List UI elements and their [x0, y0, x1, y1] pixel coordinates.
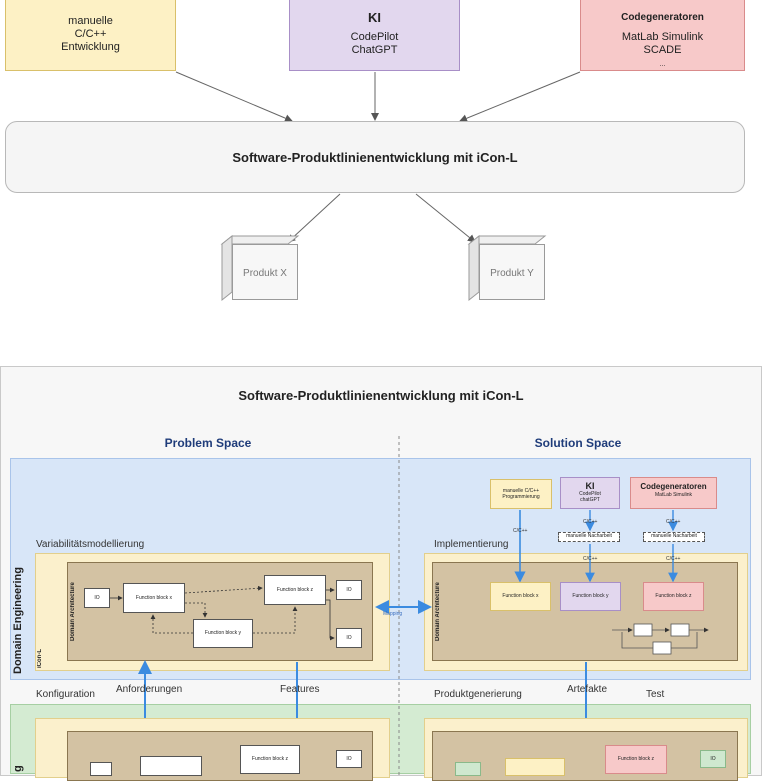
- app-solution-green-block: [455, 762, 481, 776]
- source-manual-box: manuelle C/C++ Entwicklung: [5, 0, 176, 71]
- implementation-label: Implementierung: [434, 539, 509, 550]
- function-block-x: Function block x: [123, 583, 185, 613]
- anforderungen-label: Anforderungen: [116, 684, 183, 695]
- produktgenerierung-label: Produktgenerierung: [434, 689, 522, 700]
- rework-label-2: manuelle Nacharbeit: [643, 532, 705, 542]
- app-io-block-input: [90, 762, 112, 776]
- arrow-center-to-product-x: [287, 193, 341, 243]
- product-x-box: Produkt X: [232, 244, 298, 300]
- artefakte-label: Artefakte: [567, 684, 608, 695]
- impl-source-ki: KI CodePilot chatGPT: [560, 477, 620, 509]
- source-codegen-title: Codegeneratoren: [621, 12, 704, 23]
- source-codegen-line-2: SCADE: [643, 44, 682, 56]
- rework-label-1: manuelle Nacharbeit: [558, 532, 620, 542]
- source-ki-line-2: ChatGPT: [351, 44, 398, 56]
- mapping-label: Mapping: [383, 611, 403, 617]
- impl-source-manual-line-2: Programmierung: [502, 494, 540, 500]
- arrow-codegen-to-center: [459, 71, 581, 123]
- domain-architecture-solution-panel: [432, 562, 738, 661]
- source-codegen-line-3: ...: [659, 61, 666, 68]
- variability-modeling-label: Variabilitätsmodellierung: [36, 539, 145, 550]
- io-block-output-2: IO: [336, 628, 362, 648]
- c-cpp-label-3: C/C++: [666, 519, 681, 525]
- solution-function-block-y: Function block y: [560, 582, 621, 611]
- io-block-output-1: IO: [336, 580, 362, 600]
- c-cpp-label-4: C/C++: [583, 556, 598, 562]
- solution-space-title: Solution Space: [534, 436, 622, 450]
- app-solution-yellow-block: [505, 758, 565, 776]
- solution-function-block-x: Function block x: [490, 582, 551, 611]
- impl-source-codegen-line-1: MatLab Simulink: [655, 492, 692, 498]
- c-cpp-label-5: C/C++: [666, 556, 681, 562]
- arrow-manual-to-center: [175, 71, 293, 122]
- impl-source-manual-line-1: manuelle C/C++: [502, 488, 540, 494]
- app-function-block-x: [140, 756, 202, 776]
- source-ki-box: KI CodePilot ChatGPT: [289, 0, 460, 71]
- top-connectors: [175, 71, 581, 302]
- app-problem-arch-panel: [67, 731, 373, 781]
- app-solution-io-block: IO: [700, 750, 726, 768]
- impl-source-manual: manuelle C/C++ Programmierung: [490, 479, 552, 509]
- source-ki-line-1: CodePilot: [350, 31, 399, 43]
- konfiguration-label: Konfiguration: [36, 689, 95, 700]
- center-process-label: Software-Produktlinienentwicklung mit iC…: [232, 150, 518, 165]
- impl-source-ki-title: KI: [585, 481, 595, 491]
- source-manual-line-3: Entwicklung: [61, 41, 120, 53]
- app-io-block-output: IO: [336, 750, 362, 768]
- source-manual-line-2: C/C++: [74, 28, 107, 40]
- c-cpp-label-2: C/C++: [583, 519, 598, 525]
- source-manual-line-1: manuelle: [68, 15, 113, 27]
- arrow-center-to-product-y: [415, 193, 476, 243]
- source-codegen-line-1: MatLab Simulink: [621, 31, 704, 43]
- spl-overview-title: Software-Produktlinienentwicklung mit iC…: [238, 388, 524, 403]
- source-ki-title: KI: [368, 10, 381, 25]
- function-block-y: Function block y: [193, 619, 253, 648]
- problem-space-title: Problem Space: [164, 436, 252, 450]
- function-block-z: Function block z: [264, 575, 326, 605]
- impl-source-codegen-title: Codegeneratoren: [640, 482, 707, 491]
- features-label: Features: [280, 684, 320, 695]
- source-codegen-box: Codegeneratoren MatLab Simulink SCADE ..…: [580, 0, 745, 71]
- product-y-label: Produkt Y: [490, 268, 534, 279]
- test-label: Test: [646, 689, 665, 700]
- app-function-block-z: Function block z: [240, 745, 300, 774]
- impl-source-codegen: Codegeneratoren MatLab Simulink: [630, 477, 717, 509]
- app-solution-function-block-z: Function block z: [605, 745, 667, 774]
- io-block-input: IO: [84, 588, 110, 608]
- product-x-label: Produkt X: [243, 268, 287, 279]
- solution-function-block-z: Function block z: [643, 582, 704, 611]
- impl-source-ki-line-2: chatGPT: [580, 497, 600, 503]
- center-process-box: Software-Produktlinienentwicklung mit iC…: [5, 121, 745, 193]
- c-cpp-label-1: C/C++: [513, 528, 528, 534]
- impl-source-ki-line-1: CodePilot: [579, 491, 601, 497]
- product-y-box: Produkt Y: [479, 244, 545, 300]
